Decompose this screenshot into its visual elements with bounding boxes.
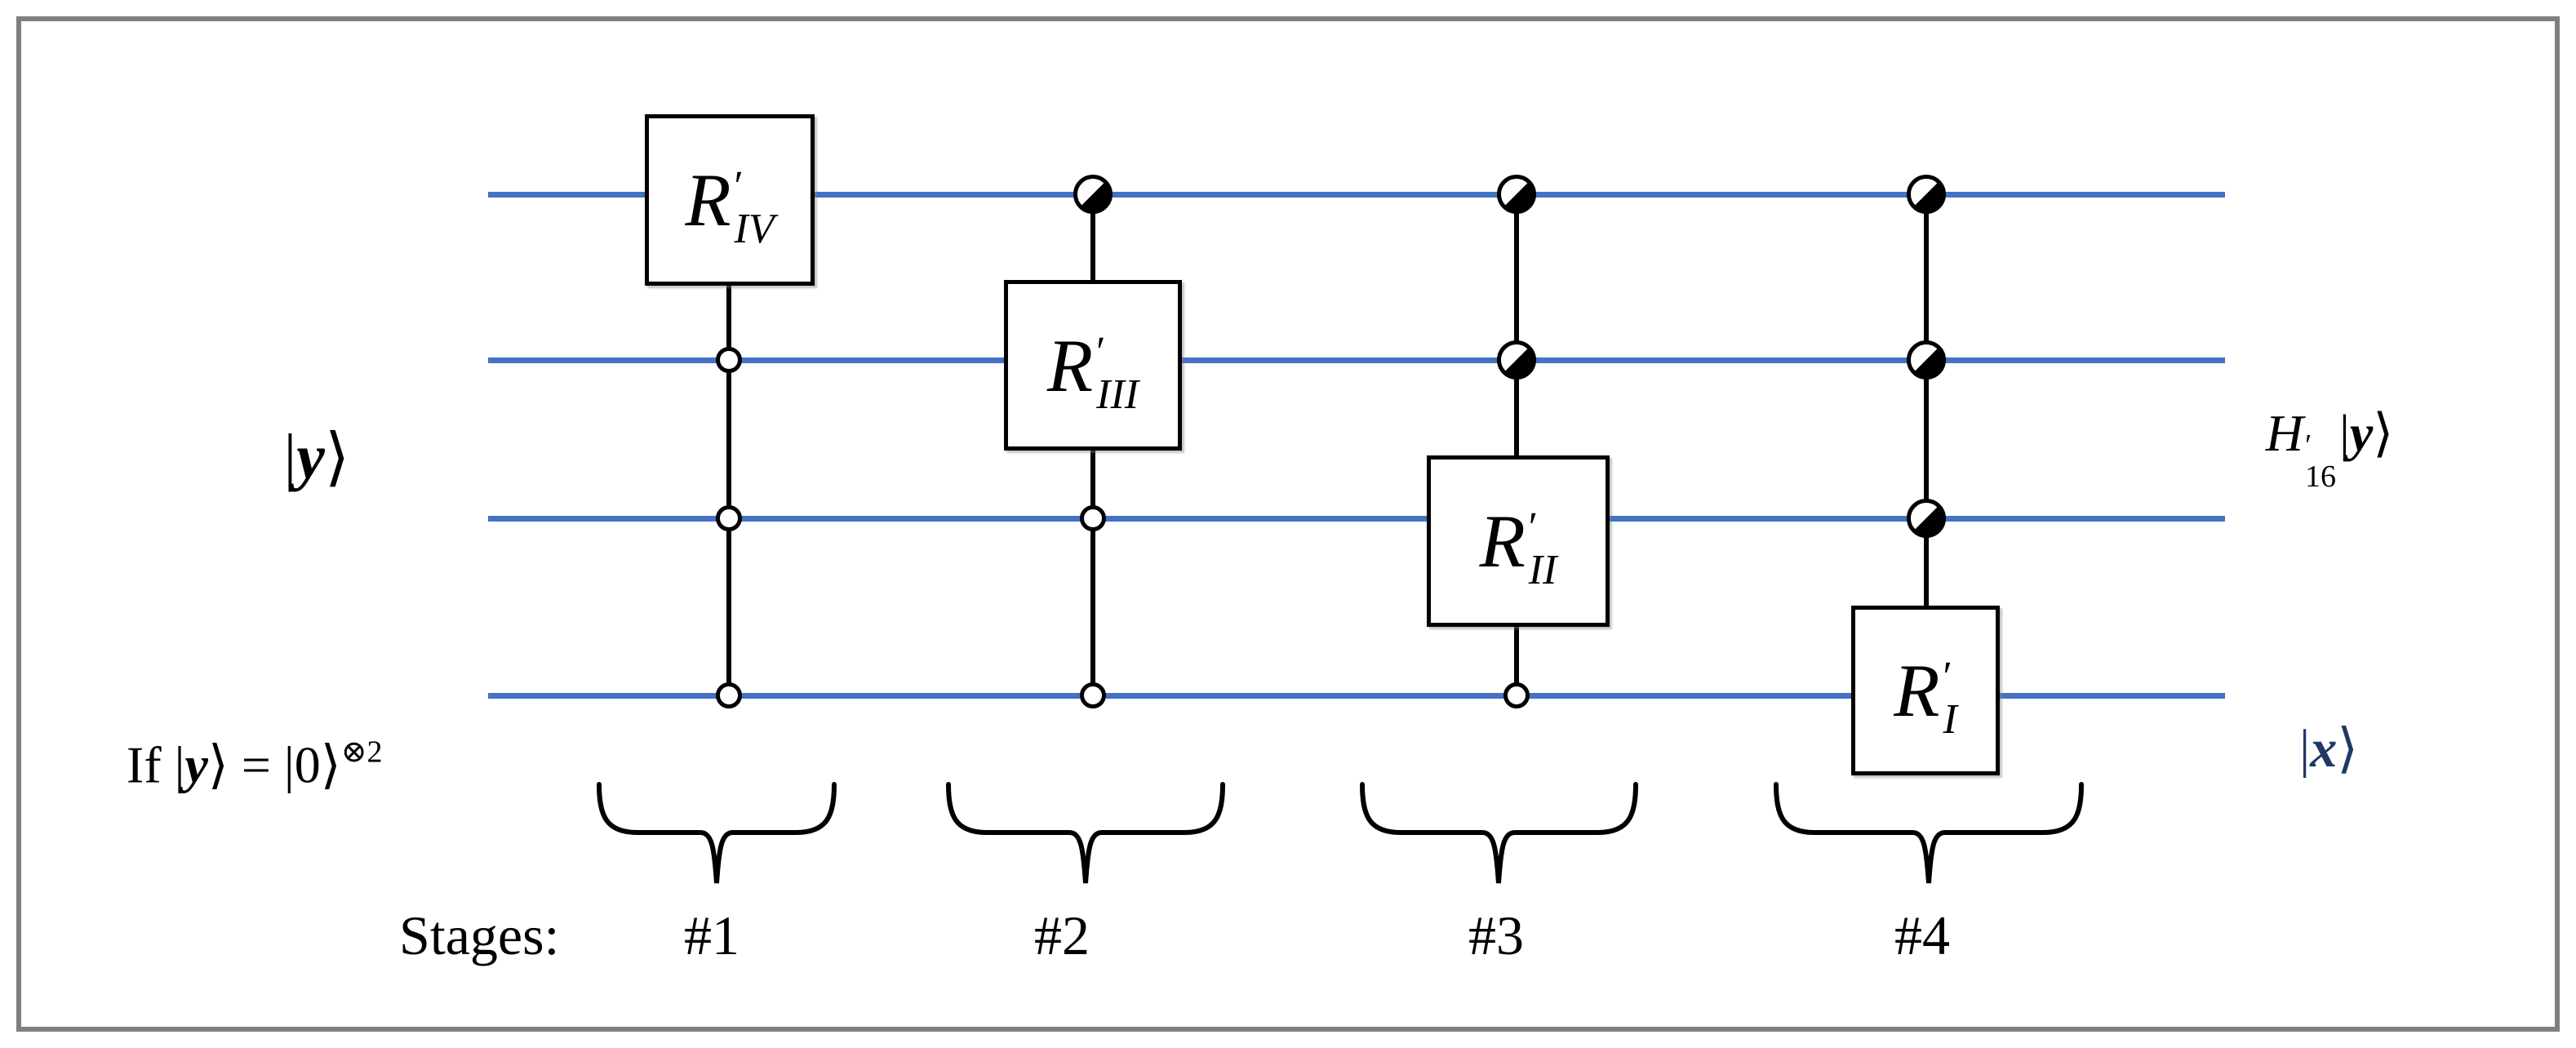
half-filled-control-icon: [1497, 175, 1536, 214]
half-filled-control-icon: [1907, 175, 1946, 214]
open-control-icon: [1503, 682, 1530, 708]
output-state-label: H′16|y⟩: [2265, 404, 2394, 494]
stage-brace-3: [1360, 782, 1638, 888]
diagram-border-frame: [16, 16, 2560, 1032]
control-line-stage-4: [1924, 194, 1929, 608]
x-register-label: |x⟩: [2299, 719, 2358, 779]
gate-label-R-II: R′II: [1479, 500, 1557, 593]
gate-box-R-III: R′III: [1004, 280, 1182, 451]
open-control-icon: [716, 682, 742, 708]
qubit-wire-3: [488, 516, 2225, 522]
stages-caption: Stages:: [399, 904, 560, 966]
condition-label: If |y⟩ = |0⟩⊗2: [127, 735, 383, 794]
open-control-icon: [716, 505, 742, 531]
stage-label-3: #3: [1468, 904, 1524, 966]
open-control-icon: [716, 347, 742, 373]
control-line-stage-3: [1514, 194, 1519, 695]
half-filled-control-icon: [1907, 499, 1946, 538]
stage-brace-4: [1774, 782, 2084, 888]
qubit-wire-2: [488, 357, 2225, 363]
open-control-icon: [1080, 505, 1106, 531]
gate-box-R-II: R′II: [1427, 455, 1610, 627]
qubit-wire-4: [488, 693, 2225, 699]
stage-label-1: #1: [684, 904, 739, 966]
qubit-wire-1: [488, 192, 2225, 198]
gate-box-R-I: R′I: [1851, 606, 2000, 775]
input-state-label: |y⟩: [283, 421, 350, 492]
gate-label-R-III: R′III: [1046, 323, 1139, 418]
control-line-stage-1: [726, 284, 731, 695]
stage-label-2: #2: [1034, 904, 1090, 966]
stage-brace-1: [597, 782, 837, 888]
half-filled-control-icon: [1907, 340, 1946, 380]
tensor-power-superscript: ⊗2: [340, 735, 383, 770]
gate-label-R-IV: R′IV: [685, 158, 775, 252]
half-filled-control-icon: [1497, 340, 1536, 380]
stage-brace-2: [946, 782, 1225, 888]
stage-label-4: #4: [1894, 904, 1950, 966]
open-control-icon: [1080, 682, 1106, 708]
gate-label-R-I: R′I: [1894, 649, 1957, 743]
half-filled-control-icon: [1073, 175, 1113, 214]
gate-box-R-IV: R′IV: [645, 114, 815, 286]
